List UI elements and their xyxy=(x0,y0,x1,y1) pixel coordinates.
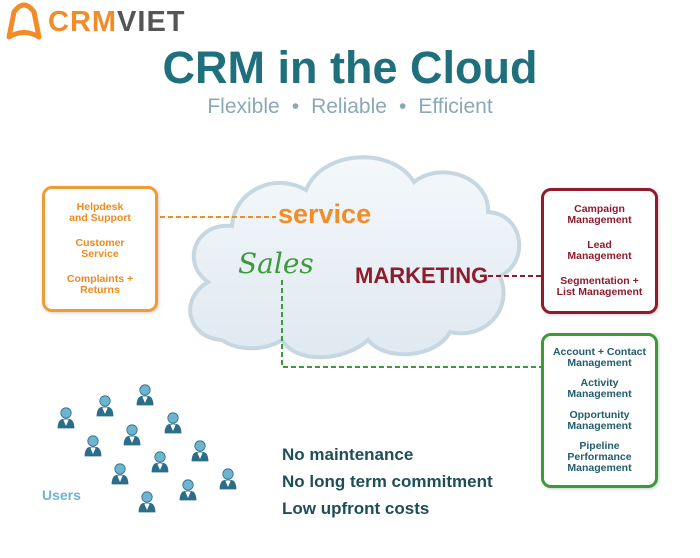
benefits-list: No maintenance No long term commitment L… xyxy=(282,441,493,522)
benefit-item: Low upfront costs xyxy=(282,499,430,518)
tagline-separator: • xyxy=(398,95,407,118)
marketing-box-item: Campaign Management xyxy=(567,203,632,226)
user-icon xyxy=(111,463,129,485)
cloud-label-marketing: MARKETING xyxy=(355,263,489,288)
service-box-item: Customer Service xyxy=(75,237,125,260)
users-crowd xyxy=(57,384,237,513)
sales-box: Account + Contact Management Activity Ma… xyxy=(541,333,658,488)
sales-box-item: Pipeline Performance Management xyxy=(567,440,632,475)
cloud-label-sales: Sales xyxy=(238,247,314,280)
benefit-item: No maintenance xyxy=(282,445,414,464)
sales-connector xyxy=(281,280,541,368)
tagline-separator: • xyxy=(291,95,300,118)
sales-box-item: Account + Contact Management xyxy=(552,345,647,369)
user-icon xyxy=(151,451,169,473)
service-box: Helpdesk and Support Customer Service Co… xyxy=(42,186,158,312)
users-label: Users xyxy=(42,487,81,503)
service-box-item: Helpdesk and Support xyxy=(69,201,131,224)
benefit-item: No long term commitment xyxy=(282,472,493,491)
marketing-box: Campaign Management Lead Management Segm… xyxy=(541,188,658,314)
user-icon xyxy=(179,479,197,501)
brand-logo-part1: CRM xyxy=(48,6,118,38)
sales-box-item: Opportunity Management xyxy=(567,408,632,432)
user-icon xyxy=(123,424,141,446)
tagline: Flexible • Reliable • Efficient xyxy=(0,94,700,120)
user-icon xyxy=(96,395,114,417)
user-icon xyxy=(138,491,156,513)
user-icon xyxy=(191,440,209,462)
service-box-item: Complaints + Returns xyxy=(66,273,134,296)
brand-logo-part2: VIET xyxy=(117,6,186,38)
tagline-item: Reliable xyxy=(311,95,387,118)
page-title: CRM in the Cloud xyxy=(162,42,538,93)
tagline-item: Efficient xyxy=(418,95,493,118)
logo-mark-icon xyxy=(6,2,42,40)
cloud-shape xyxy=(188,155,522,360)
marketing-box-item: Lead Management xyxy=(567,239,632,262)
sales-box-item: Activity Management xyxy=(567,377,632,401)
user-icon xyxy=(136,384,154,406)
user-icon xyxy=(57,407,75,429)
cloud-label-service: service xyxy=(278,199,372,229)
marketing-box-item: Segmentation + List Management xyxy=(556,275,643,298)
user-icon xyxy=(219,468,237,490)
user-icon xyxy=(164,412,182,434)
brand-logo: CRMVIET xyxy=(48,4,186,40)
user-icon xyxy=(84,435,102,457)
tagline-item: Flexible xyxy=(207,95,280,118)
